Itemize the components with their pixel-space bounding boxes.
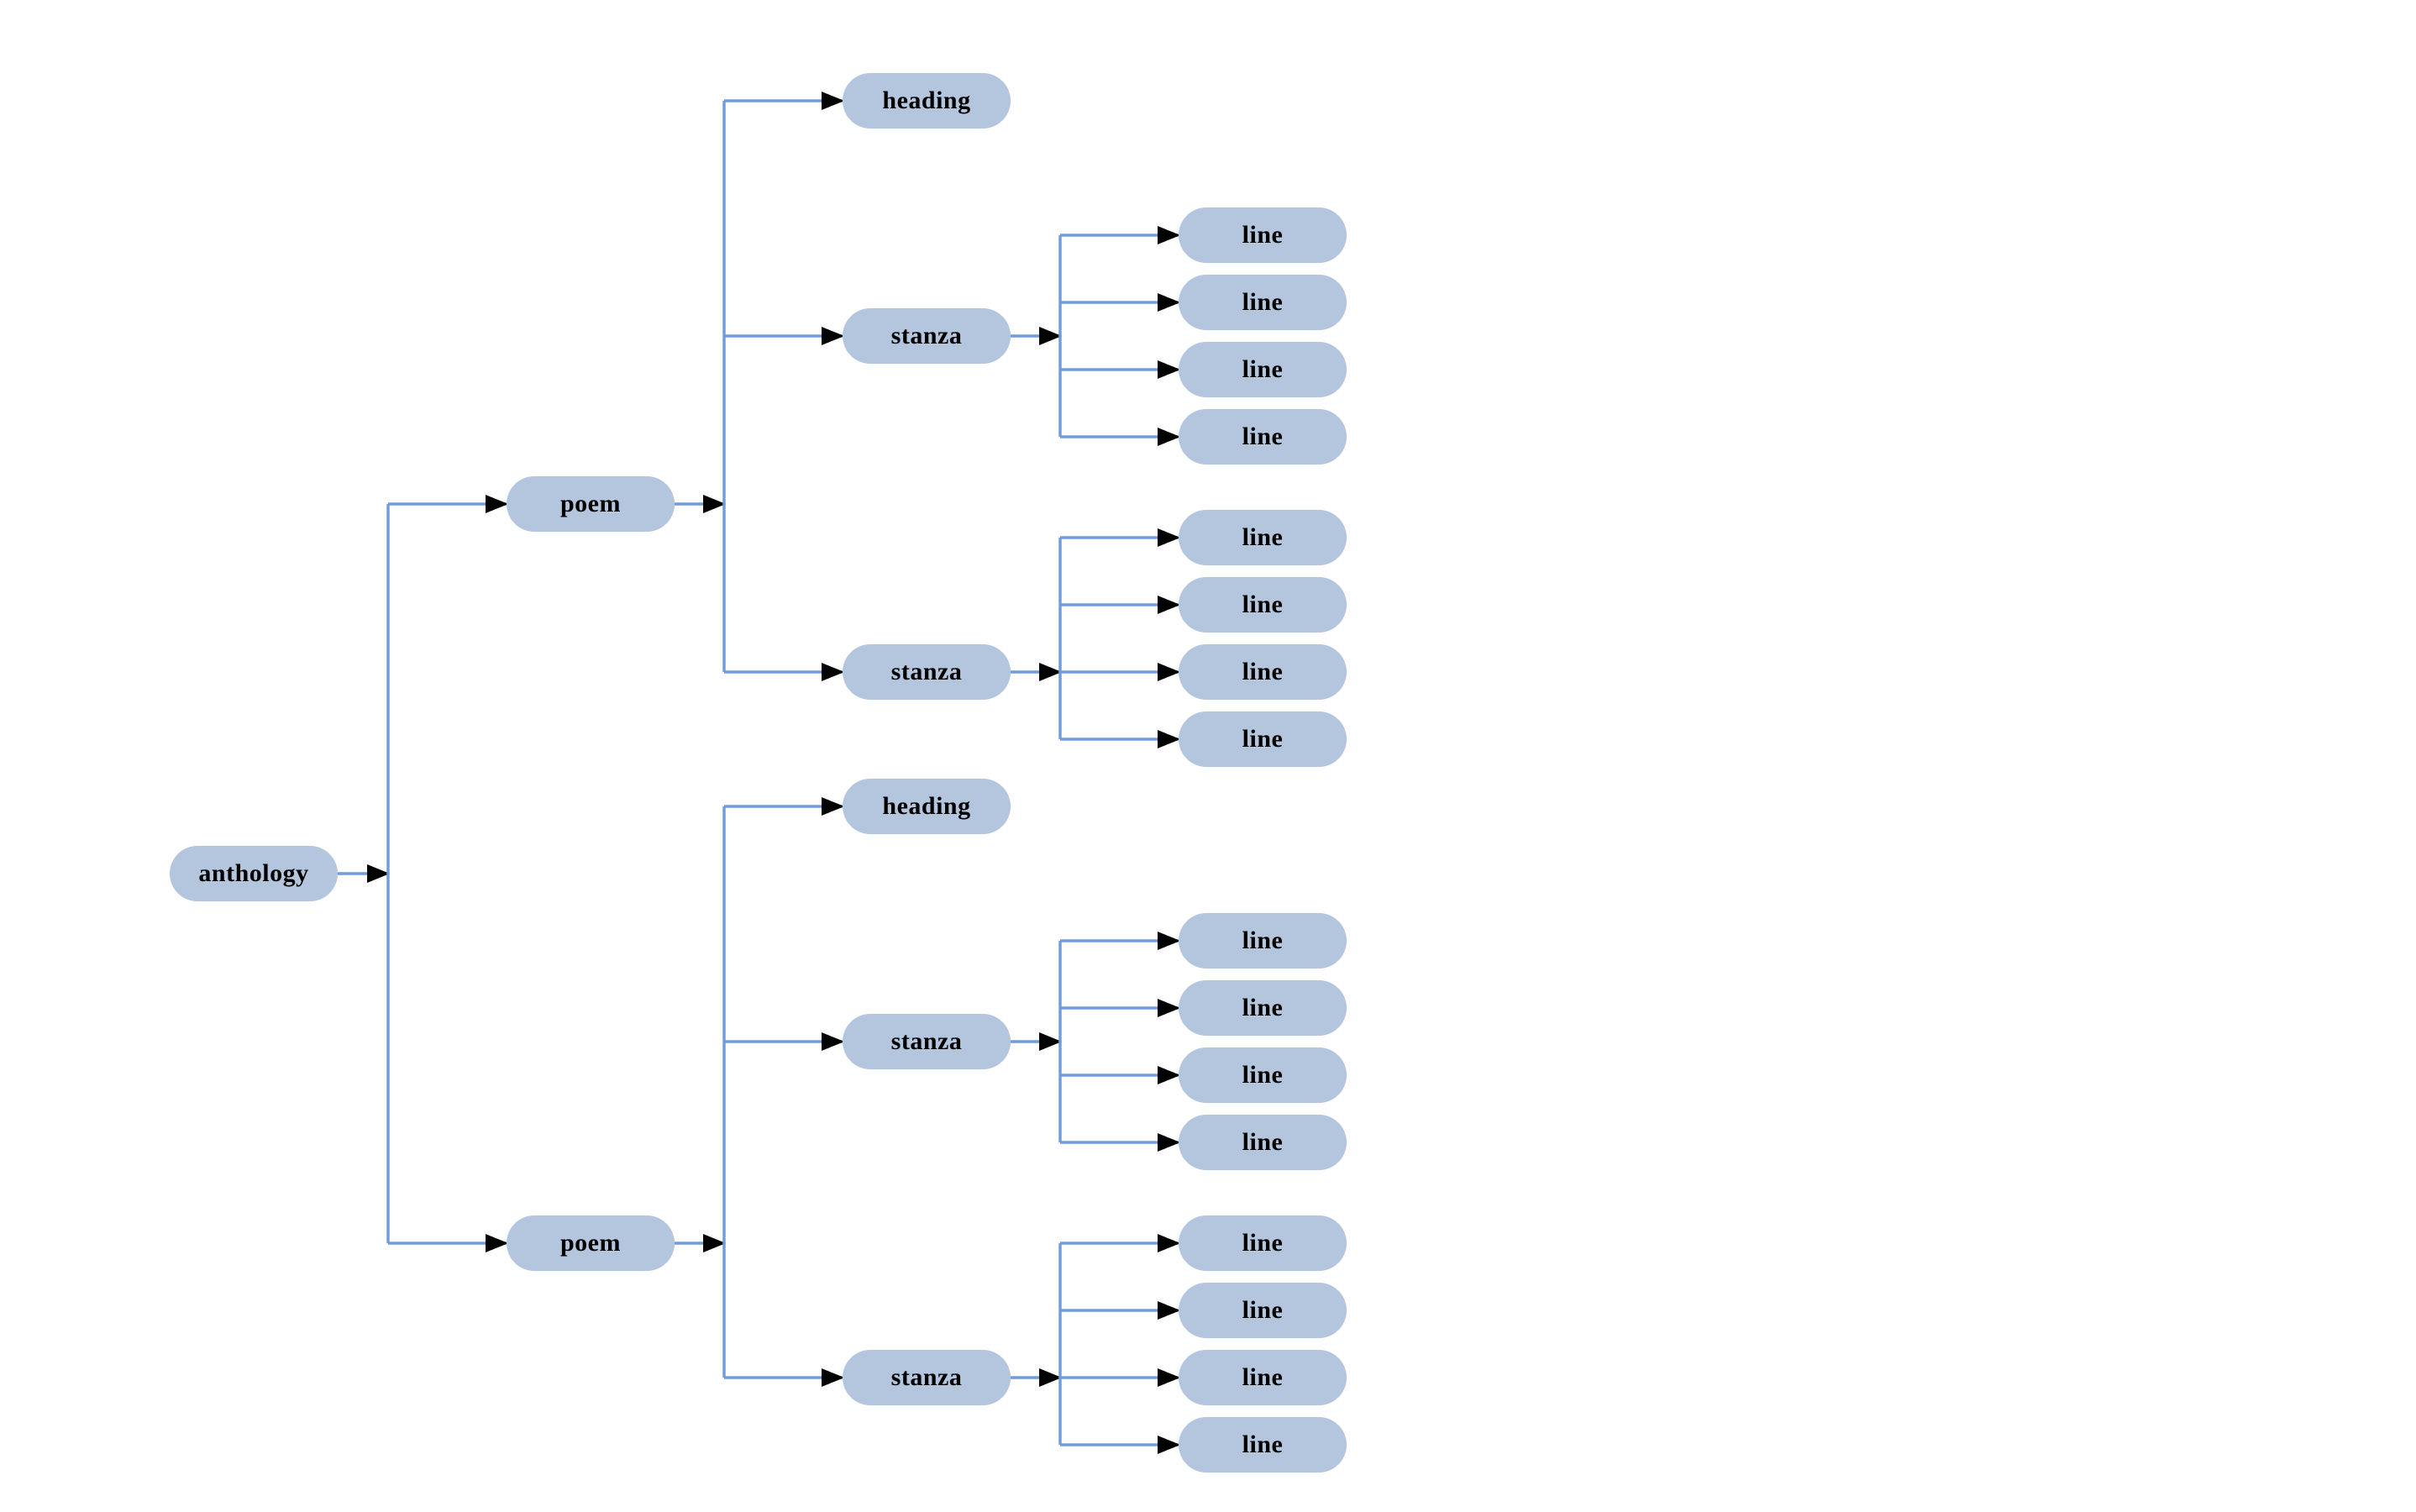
arrowhead-icon [1158, 360, 1180, 379]
arrowhead-icon [822, 92, 844, 110]
node-line1b: line [1179, 275, 1347, 330]
arrowhead-icon [1158, 663, 1180, 681]
arrowhead-icon [822, 1032, 844, 1051]
arrowhead-icon [1158, 1234, 1180, 1252]
node-line4d: line [1179, 1417, 1347, 1473]
node-line1d: line [1179, 409, 1347, 465]
arrowhead-icon [486, 1234, 508, 1252]
arrowhead-icon [822, 327, 844, 345]
arrowhead-icon [1158, 1436, 1180, 1454]
arrowhead-icon [486, 495, 508, 513]
arrowhead-icon [1158, 596, 1180, 614]
arrowhead-icon [1039, 663, 1062, 681]
arrowhead-icon [1158, 999, 1180, 1017]
arrowhead-icon [703, 1234, 726, 1252]
arrowhead-icon [1158, 293, 1180, 312]
node-line4a: line [1179, 1215, 1347, 1271]
node-line1c: line [1179, 342, 1347, 397]
node-stanza4: stanza [843, 1350, 1011, 1405]
arrowhead-icon [1158, 1301, 1180, 1320]
arrowhead-icon [1158, 1066, 1180, 1084]
arrowhead-icon [822, 1368, 844, 1387]
node-line2c: line [1179, 644, 1347, 700]
node-line4c: line [1179, 1350, 1347, 1405]
arrowhead-icon [1158, 932, 1180, 950]
arrowhead-icon [822, 797, 844, 816]
arrowhead-icon [367, 864, 390, 883]
arrowhead-icon [703, 495, 726, 513]
node-line1a: line [1179, 207, 1347, 263]
arrowhead-icon [1158, 730, 1180, 748]
node-anthology: anthology [170, 846, 338, 901]
node-line3c: line [1179, 1047, 1347, 1103]
node-line2d: line [1179, 711, 1347, 767]
node-stanza3: stanza [843, 1014, 1011, 1069]
node-poem1: poem [507, 476, 675, 532]
node-stanza2: stanza [843, 644, 1011, 700]
node-line2b: line [1179, 577, 1347, 633]
node-heading2: heading [843, 779, 1011, 834]
arrowhead-icon [1158, 428, 1180, 446]
arrowhead-icon [822, 663, 844, 681]
arrowhead-icon [1158, 226, 1180, 244]
node-heading1: heading [843, 73, 1011, 129]
arrowhead-icon [1158, 528, 1180, 547]
arrowhead-icon [1158, 1368, 1180, 1387]
node-line2a: line [1179, 510, 1347, 565]
node-stanza1: stanza [843, 308, 1011, 364]
node-line3a: line [1179, 913, 1347, 969]
arrowhead-icon [1039, 1368, 1062, 1387]
node-line4b: line [1179, 1283, 1347, 1338]
node-line3b: line [1179, 980, 1347, 1036]
node-line3d: line [1179, 1115, 1347, 1170]
arrowhead-icon [1039, 1032, 1062, 1051]
arrowhead-icon [1039, 327, 1062, 345]
node-poem2: poem [507, 1215, 675, 1271]
arrowhead-icon [1158, 1133, 1180, 1152]
